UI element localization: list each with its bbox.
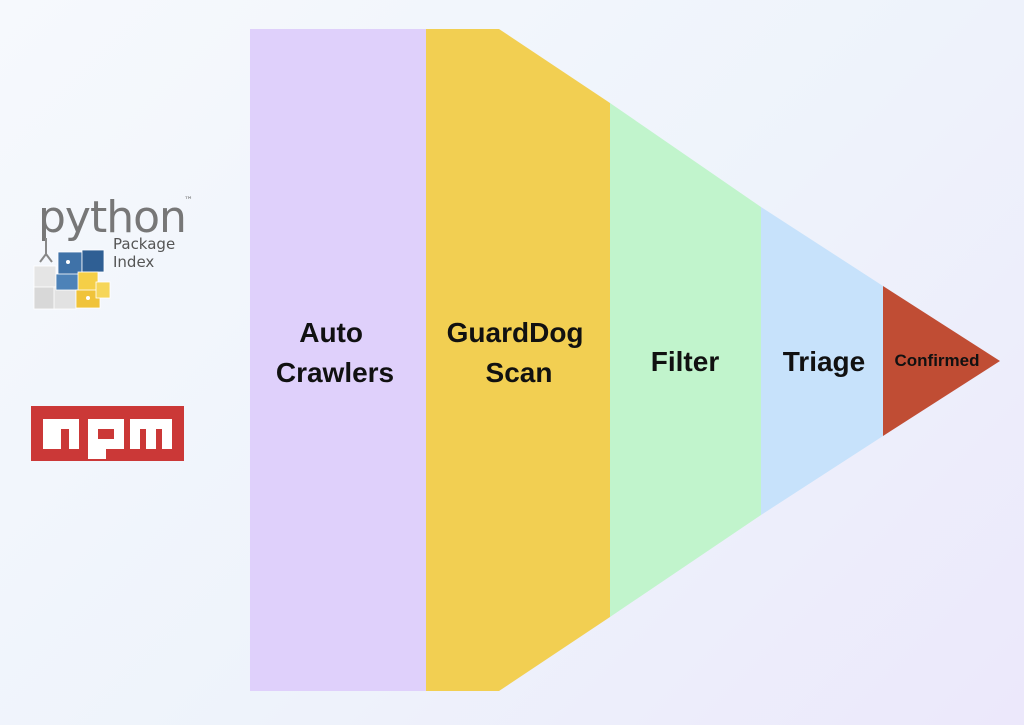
npm-letter-p [88,419,124,459]
stage-filter [610,103,761,617]
stage-label-auto-crawlers: Auto Crawlers [276,317,394,388]
stage-triage [761,207,883,515]
pypi-package-text: Package [113,235,175,253]
npm-letter-n [43,419,79,449]
stage-confirmed [883,286,1000,436]
pypi-logo: python ™ Package Index [33,192,193,310]
pypi-wordmark: python [38,192,186,243]
stage-label-filter: Filter [651,346,720,377]
stage-label-guarddog-scan: GuardDog Scan [447,317,592,388]
package-boxes-icon [33,249,111,310]
npm-logo: npm [31,406,184,461]
pypi-trademark: ™ [184,196,193,206]
crane-hook-icon [39,238,53,263]
pypi-index-text: Index [113,253,154,271]
stage-label-confirmed: Confirmed [895,351,980,370]
stage-auto-crawlers [250,29,426,691]
stage-guarddog-scan [426,29,610,691]
stage-label-triage: Triage [783,346,865,377]
funnel: Auto Crawlers GuardDog Scan Filter Triag… [250,29,1000,691]
npm-letter-m [130,419,172,449]
